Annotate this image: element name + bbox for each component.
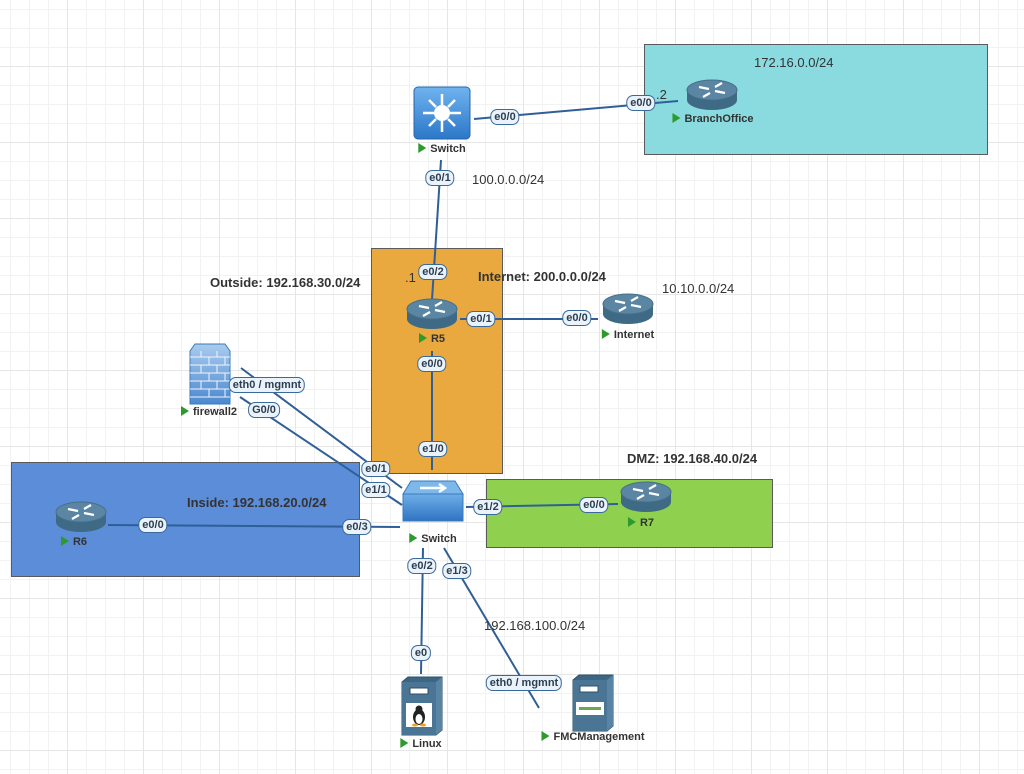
node-label-top-switch[interactable]: Switch — [418, 143, 466, 155]
interface-label[interactable]: e1/0 — [418, 441, 448, 457]
node-label-linux[interactable]: Linux — [400, 738, 442, 750]
network-label-wan: 100.0.0.0/24 — [472, 172, 545, 187]
interface-label[interactable]: e0/1 — [466, 311, 496, 327]
running-status-icon — [400, 738, 409, 748]
interface-label[interactable]: e0/0 — [417, 356, 447, 372]
node-label-r5[interactable]: R5 — [418, 333, 445, 345]
running-status-icon — [601, 329, 610, 339]
network-label-outside: Outside: 192.168.30.0/24 — [210, 275, 361, 290]
running-status-icon — [60, 536, 69, 546]
interface-label[interactable]: e1/3 — [442, 563, 472, 579]
router-icon — [55, 501, 107, 532]
interface-label[interactable]: e0/0 — [138, 517, 168, 533]
interface-label[interactable]: e0/1 — [425, 170, 455, 186]
linux-server-icon — [401, 676, 443, 736]
interface-label[interactable]: e0/2 — [418, 264, 448, 280]
node-internet[interactable] — [601, 292, 655, 326]
node-firewall2[interactable] — [189, 343, 231, 405]
network-label-mgmt: 192.168.100.0/24 — [484, 618, 586, 633]
running-status-icon — [418, 143, 427, 153]
interface-label[interactable]: e0/1 — [361, 461, 391, 477]
running-status-icon — [409, 533, 418, 543]
running-status-icon — [627, 517, 636, 527]
l3-switch-icon — [413, 86, 471, 140]
running-status-icon — [418, 333, 427, 343]
node-label-firewall2[interactable]: firewall2 — [180, 406, 237, 418]
interface-label[interactable]: e0/2 — [407, 558, 437, 574]
router-icon — [406, 298, 458, 329]
node-label-core-switch[interactable]: Switch — [409, 533, 457, 545]
zone-label-branch: 172.16.0.0/24 — [754, 55, 834, 70]
interface-label[interactable]: e0/0 — [626, 95, 656, 111]
node-branch-office[interactable] — [685, 78, 739, 112]
interface-label[interactable]: e0/0 — [579, 497, 609, 513]
zone-label-dmz: DMZ: 192.168.40.0/24 — [627, 451, 758, 466]
firewall-icon — [189, 343, 231, 405]
l2-switch-icon — [402, 480, 464, 522]
node-r5[interactable] — [405, 297, 459, 331]
network-label-internet-lan: 10.10.0.0/24 — [662, 281, 735, 296]
interface-label[interactable]: e0/3 — [342, 519, 372, 535]
node-fmc[interactable] — [572, 674, 614, 732]
node-label-branch-office[interactable]: BranchOffice — [672, 113, 754, 125]
node-top-switch[interactable] — [413, 86, 471, 140]
node-label-internet[interactable]: Internet — [601, 329, 654, 341]
router-icon — [620, 481, 672, 512]
interface-label[interactable]: eth0 / mgmnt — [485, 675, 563, 691]
running-status-icon — [180, 406, 189, 416]
router-icon — [686, 79, 738, 110]
interface-label[interactable]: e0 — [410, 645, 432, 661]
node-r6[interactable] — [54, 500, 108, 534]
zone-label-inside: Inside: 192.168.20.0/24 — [187, 495, 327, 510]
node-label-r6[interactable]: R6 — [60, 536, 87, 548]
running-status-icon — [541, 731, 550, 741]
router-icon — [602, 293, 654, 324]
node-r7[interactable] — [619, 480, 673, 514]
node-linux[interactable] — [401, 676, 443, 736]
node-core-switch[interactable] — [402, 480, 464, 522]
interface-label[interactable]: e1/1 — [361, 482, 391, 498]
zone-label-internet: Internet: 200.0.0.0/24 — [478, 269, 606, 284]
interface-label[interactable]: G0/0 — [248, 402, 280, 418]
interface-label[interactable]: e1/2 — [473, 499, 503, 515]
node-label-r7[interactable]: R7 — [627, 517, 654, 529]
host-octet-r5: .1 — [405, 270, 416, 285]
host-octet-branch: .2 — [656, 87, 667, 102]
node-label-fmc[interactable]: FMCManagement — [541, 731, 645, 743]
interface-label[interactable]: e0/0 — [562, 310, 592, 326]
interface-label[interactable]: eth0 / mgmnt — [228, 377, 306, 393]
fmc-server-icon — [572, 674, 614, 732]
running-status-icon — [672, 113, 681, 123]
interface-label[interactable]: e0/0 — [490, 109, 520, 125]
